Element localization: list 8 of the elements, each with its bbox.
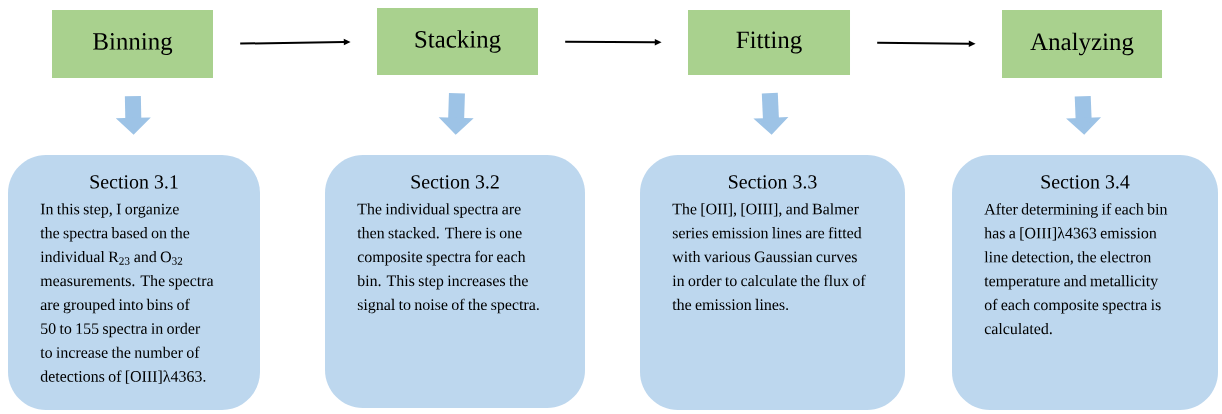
step-box: Analyzing <box>1002 10 1162 78</box>
step-box: Fitting <box>688 10 850 75</box>
step-box: Stacking <box>377 8 538 75</box>
section-box: Section 3.3 The [OII], [OIII], and Balmer series emission lines are fitted with various Gaussian curves in order to calculate the flux of the emission lines. <box>640 155 905 410</box>
section-box: Section 3.2 The individual spectra are then stacked. There is one composite spectra for each bin. This step increases the signal to noise of the spectra. <box>325 155 585 408</box>
section-box: Section 3.1 In this step, I organize the spectra based on the individual R$_{23}$ and O$_{32}$ measurements. The spectra are grouped into bins of 50 to 155 spectra in order to increase the number of detections of [OIII]λ4363. <box>8 155 260 410</box>
section-box: Section 3.4 After determining if each bin has a [OIII]λ4363 emission line detection, the electron temperature and metallicity of each composite spectra is calculated. <box>952 155 1218 410</box>
step-box: Binning <box>52 10 213 78</box>
